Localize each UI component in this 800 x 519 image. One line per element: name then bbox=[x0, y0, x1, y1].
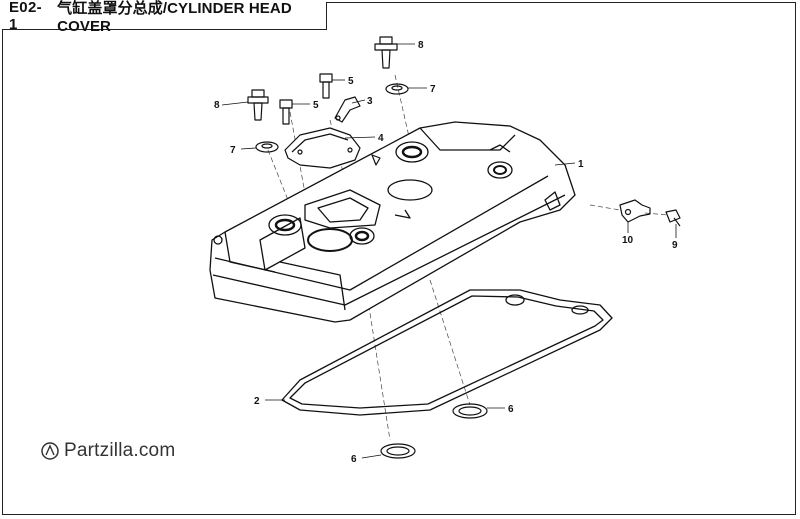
bolt-5-b bbox=[279, 99, 293, 125]
partzilla-watermark: Partzilla.com bbox=[40, 440, 175, 462]
partzilla-logo-icon bbox=[41, 442, 59, 460]
cover-gasket bbox=[281, 289, 613, 416]
callout-7-b: 7 bbox=[430, 84, 436, 95]
callout-9: 9 bbox=[672, 240, 678, 251]
leader-lines bbox=[221, 43, 677, 459]
bolt-5-a bbox=[319, 73, 333, 99]
callout-6-b: 6 bbox=[351, 454, 357, 465]
callout-5-a: 5 bbox=[348, 76, 354, 87]
diagram-code: E02-1 bbox=[9, 0, 42, 33]
callout-7-a: 7 bbox=[230, 145, 236, 156]
bracket-part bbox=[334, 96, 361, 123]
seal-ring-6-a bbox=[452, 403, 488, 419]
breather-plate bbox=[284, 127, 381, 169]
callout-4: 4 bbox=[378, 133, 384, 144]
callout-2: 2 bbox=[254, 396, 260, 407]
callout-6-a: 6 bbox=[508, 404, 514, 415]
callout-10: 10 bbox=[622, 235, 634, 246]
callout-5-b: 5 bbox=[313, 100, 319, 111]
washer-7-b bbox=[385, 83, 409, 95]
title-box: E02-1 气缸盖罩分总成/CYLINDER HEAD COVER bbox=[2, 0, 327, 35]
clip-bracket-10 bbox=[619, 199, 651, 223]
callout-1: 1 bbox=[578, 159, 584, 170]
bolt-9 bbox=[665, 209, 681, 227]
bolt-8-left bbox=[247, 89, 269, 121]
seal-ring-6-b bbox=[380, 443, 416, 459]
washer-7-a bbox=[255, 141, 279, 153]
callout-8-a: 8 bbox=[214, 100, 220, 111]
bolt-8-top bbox=[374, 36, 398, 69]
cylinder-head-cover bbox=[209, 121, 576, 323]
diagram-title: 气缸盖罩分总成/CYLINDER HEAD COVER bbox=[57, 0, 292, 35]
watermark-text: Partzilla.com bbox=[64, 440, 176, 461]
callout-3: 3 bbox=[367, 96, 373, 107]
callout-8-b: 8 bbox=[418, 40, 424, 51]
